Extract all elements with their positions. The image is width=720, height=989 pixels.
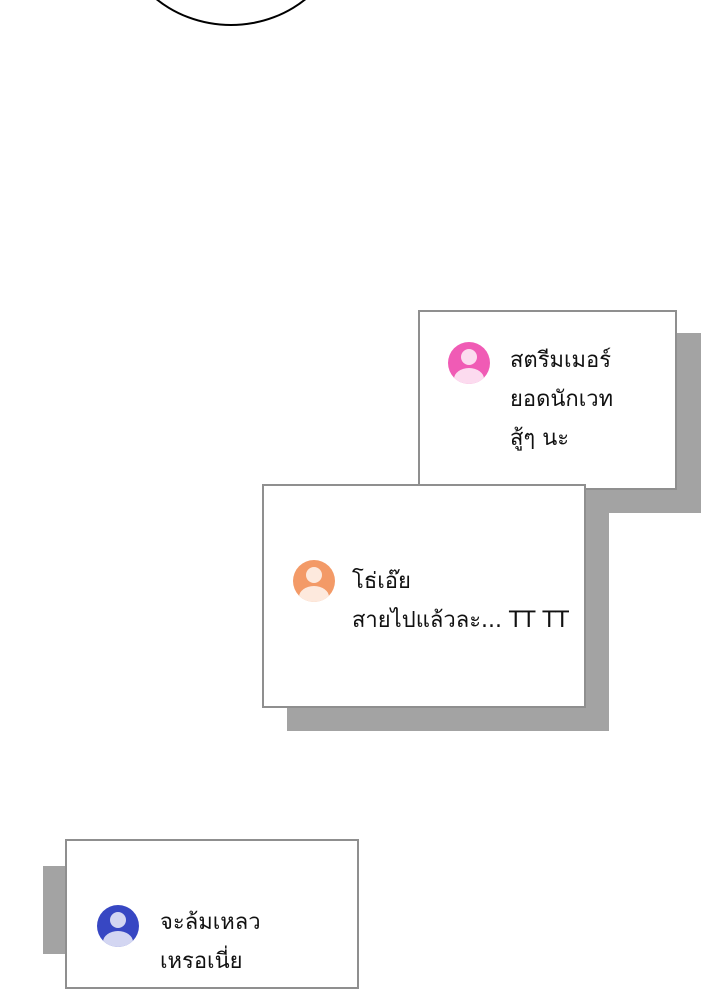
comment-text: สตรีมเมอร์ ยอดนักเวท สู้ๆ นะ <box>510 348 614 451</box>
avatar-head <box>110 912 126 928</box>
avatar-head <box>306 567 322 583</box>
avatar-body <box>299 586 329 602</box>
comment-text: โธ่เอ๊ย สายไปแล้วละ... TT TT <box>352 569 569 633</box>
avatar-body <box>454 368 484 384</box>
comment-card-too-late: โธ่เอ๊ย สายไปแล้วละ... TT TT <box>262 484 586 708</box>
user-avatar-icon <box>97 905 139 947</box>
avatar-head <box>461 349 477 365</box>
comment-card-streamer: สตรีมเมอร์ ยอดนักเวท สู้ๆ นะ <box>418 310 677 490</box>
speech-bubble <box>118 0 344 26</box>
comment-text: จะล้มเหลว เหรอเนี่ย <box>160 910 261 974</box>
comment-panel-shadow <box>43 866 67 954</box>
user-avatar-icon <box>448 342 490 384</box>
avatar-body <box>103 931 133 947</box>
comment-card-fail: จะล้มเหลว เหรอเนี่ย <box>65 839 359 989</box>
user-avatar-icon <box>293 560 335 602</box>
